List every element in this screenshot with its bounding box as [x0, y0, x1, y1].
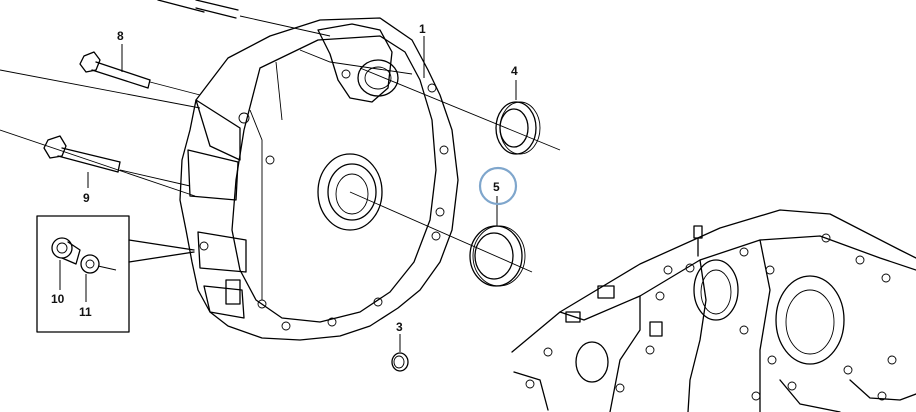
- circlip-3: [391, 352, 409, 372]
- callout-9: 9: [83, 191, 90, 205]
- callout-5: 5: [493, 180, 500, 194]
- callout-11: 11: [79, 305, 92, 319]
- callout-leaders: [59, 36, 517, 352]
- callout-1: 1: [419, 22, 426, 36]
- callout-labels: 1 3 4 5 8 9 10 11: [51, 22, 518, 334]
- gearbox-casing: [511, 209, 916, 412]
- callout-4: 4: [511, 64, 518, 78]
- callout-8: 8: [117, 29, 124, 43]
- bolt-8: [79, 51, 151, 89]
- bolt-9: [43, 135, 121, 173]
- detail-inset: [36, 215, 195, 333]
- seal-ring-5: [469, 225, 526, 287]
- flywheel-housing: [179, 17, 459, 341]
- highlight-circle: [478, 166, 518, 206]
- assembly-axis-lines: [0, 15, 561, 273]
- seal-ring-4: [495, 101, 541, 155]
- callout-10: 10: [51, 292, 65, 306]
- callout-3: 3: [396, 320, 403, 334]
- top-bolts: [157, 0, 239, 19]
